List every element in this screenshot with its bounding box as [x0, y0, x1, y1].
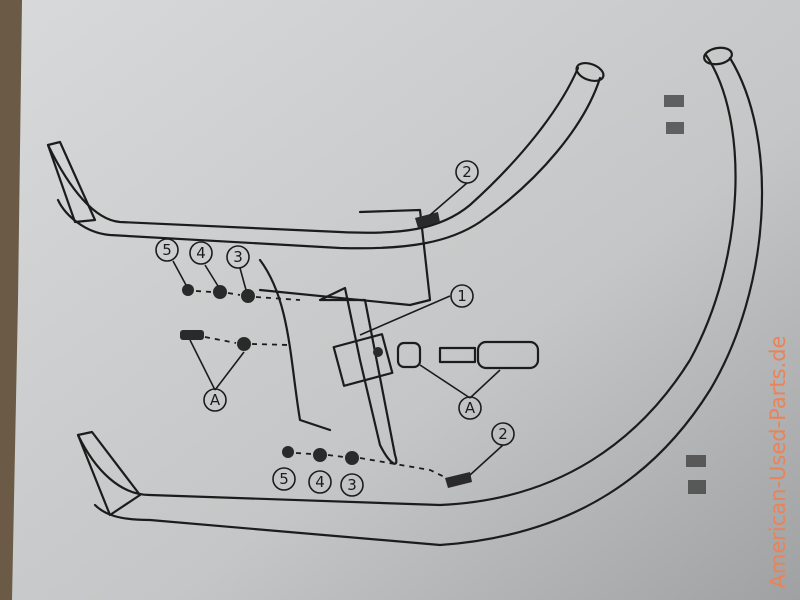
callout-1: 1 — [450, 284, 474, 308]
callout-upper-4: 4 — [189, 241, 213, 265]
svg-text:5: 5 — [279, 470, 289, 488]
leader-lines — [172, 182, 504, 476]
callout-upper-3: 3 — [226, 245, 250, 269]
callout-right-A: A — [458, 396, 482, 420]
svg-text:A: A — [210, 391, 221, 409]
svg-text:A: A — [465, 399, 476, 417]
mounting-bracket — [258, 208, 432, 465]
callout-left-A: A — [203, 388, 227, 412]
callout-lower-5: 5 — [272, 467, 296, 491]
hardware-parts — [180, 212, 472, 488]
footpeg — [396, 340, 540, 370]
callout-upper-2: 2 — [455, 160, 479, 184]
svg-text:5: 5 — [162, 241, 172, 259]
svg-text:3: 3 — [233, 248, 243, 266]
svg-text:4: 4 — [315, 473, 325, 491]
callout-lower-3: 3 — [340, 473, 364, 497]
callout-lower-4: 4 — [308, 470, 332, 494]
svg-text:2: 2 — [498, 425, 508, 443]
callout-upper-5: 5 — [155, 238, 179, 262]
callout-lower-2: 2 — [491, 422, 515, 446]
svg-text:1: 1 — [457, 287, 467, 305]
lower-exhaust-pipe — [76, 46, 764, 547]
svg-text:3: 3 — [347, 476, 357, 494]
watermark: American-Used-Parts.de — [766, 335, 790, 589]
ink-smudges — [664, 95, 706, 494]
svg-text:4: 4 — [196, 244, 206, 262]
svg-text:2: 2 — [462, 163, 472, 181]
paper-sheet — [12, 0, 800, 600]
upper-exhaust-pipe — [46, 61, 605, 250]
